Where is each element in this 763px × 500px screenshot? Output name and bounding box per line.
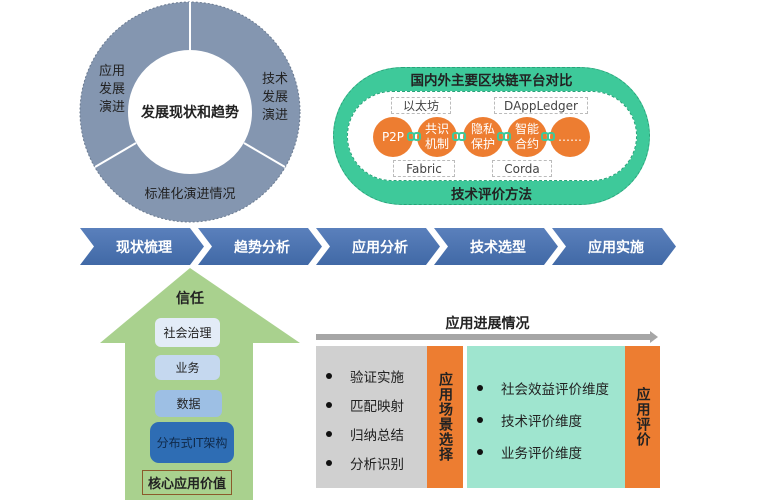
chevron-3	[316, 228, 440, 265]
process-step-5: 应用实施	[588, 239, 644, 256]
chain-link-icon	[458, 132, 466, 141]
tech-node-consensus: 共识机制	[417, 117, 457, 157]
donut-segment-standard: 标准化演进情况	[144, 186, 236, 202]
dimension-item: 业务评价维度	[467, 442, 625, 462]
process-step-2: 趋势分析	[234, 239, 290, 256]
platform-corda: Corda	[492, 160, 552, 177]
chain-link-icon	[547, 132, 555, 141]
donut-segment-tech: 技术发展演进	[261, 72, 288, 123]
dimension-item: 技术评价维度	[467, 410, 625, 430]
chevron-2	[198, 228, 322, 265]
donut-center-label: 发展现状和趋势	[141, 105, 239, 121]
platform-footer: 技术评价方法	[451, 187, 532, 203]
donut-divider	[94, 142, 137, 168]
value-base-label: 核心应用价值	[142, 470, 232, 495]
progress-arrow-shaft	[316, 334, 650, 340]
step-item: 归纳总结	[316, 424, 427, 444]
layer-social-governance: 社会治理	[155, 318, 220, 347]
donut-segment-app: 应用发展演进	[98, 64, 125, 115]
chain-link-icon	[503, 132, 511, 141]
step-item: 验证实施	[316, 366, 427, 386]
platform-fabric: Fabric	[393, 160, 455, 177]
scene-selection-panel: 应用场景选择	[427, 346, 463, 488]
progress-arrow-head	[650, 331, 658, 343]
donut-divider	[243, 142, 286, 168]
evaluation-panel: 应用评价	[625, 346, 660, 488]
step-item: 匹配映射	[316, 395, 427, 415]
platform-dappledger: DAppLedger	[494, 97, 588, 114]
chevron-1	[80, 228, 204, 265]
platform-ethereum: 以太坊	[391, 97, 451, 114]
value-top-label: 信任	[176, 291, 204, 307]
tech-node-privacy: 隐私保护	[463, 117, 503, 157]
process-step-1: 现状梳理	[116, 239, 172, 256]
layer-data: 数据	[155, 390, 222, 417]
layer-distributed-it: 分布式IT架构	[150, 422, 234, 463]
process-step-3: 应用分析	[352, 239, 408, 256]
steps-panel: 验证实施 匹配映射 归纳总结 分析识别	[316, 346, 427, 488]
layer-business: 业务	[155, 355, 220, 380]
platform-title: 国内外主要区块链平台对比	[410, 73, 573, 89]
tech-node-p2p: P2P	[373, 117, 413, 157]
dimension-item: 社会效益评价维度	[467, 378, 625, 398]
progress-title: 应用进展情况	[445, 316, 530, 332]
process-step-4: 技术选型	[470, 239, 526, 256]
chevron-5	[552, 228, 676, 265]
dimensions-panel: 社会效益评价维度 技术评价维度 业务评价维度	[467, 346, 625, 488]
chevron-4	[434, 228, 558, 265]
tech-node-smart-contract: 智能合约	[507, 117, 547, 157]
tech-node-more: ……	[550, 117, 590, 157]
chain-link-icon	[413, 132, 421, 141]
evaluation-label: 应用评价	[634, 387, 651, 447]
step-item: 分析识别	[316, 453, 427, 473]
scene-selection-label: 应用场景选择	[437, 372, 453, 462]
